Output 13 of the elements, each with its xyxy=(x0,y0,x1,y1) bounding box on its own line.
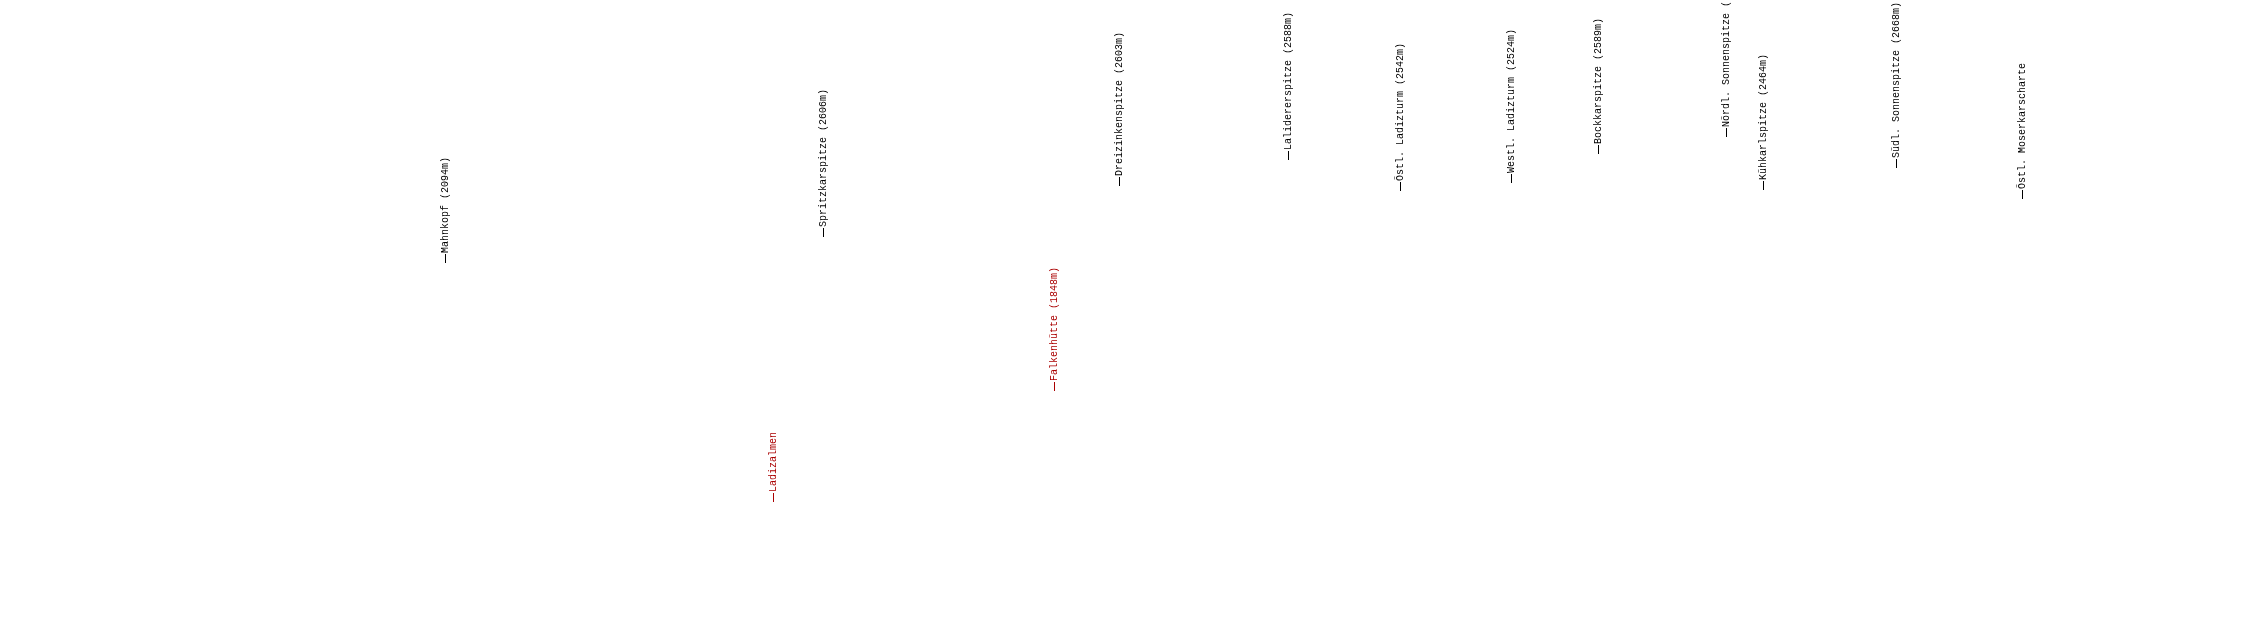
peak-label: Mahnkopf (2094m) xyxy=(440,157,452,263)
peak-label: Nördl. Sonnenspitze ( xyxy=(1721,0,1733,137)
peak-label: Westl. Ladizturm (2524m) xyxy=(1506,28,1518,183)
peak-label: Kühkarlspitze (2464m) xyxy=(1758,53,1770,190)
peak-label: Dreizinkenspitze (2603m) xyxy=(1114,31,1126,186)
peak-label: Falkenhütte (1848m) xyxy=(1049,266,1061,391)
peak-label: Lalidererspitze (2588m) xyxy=(1283,11,1295,160)
peak-label: Bockkarspitze (2589m) xyxy=(1593,17,1605,154)
peak-label: Spritzkarspitze (2606m) xyxy=(818,88,830,237)
peak-label: Ladizalmen xyxy=(768,432,780,502)
peak-label: Südl. Sonnenspitze (2668m) xyxy=(1891,1,1903,168)
peak-label: Östl. Moserkarscharte xyxy=(2017,62,2029,199)
peak-label: Östl. Ladizturm (2542m) xyxy=(1395,42,1407,191)
